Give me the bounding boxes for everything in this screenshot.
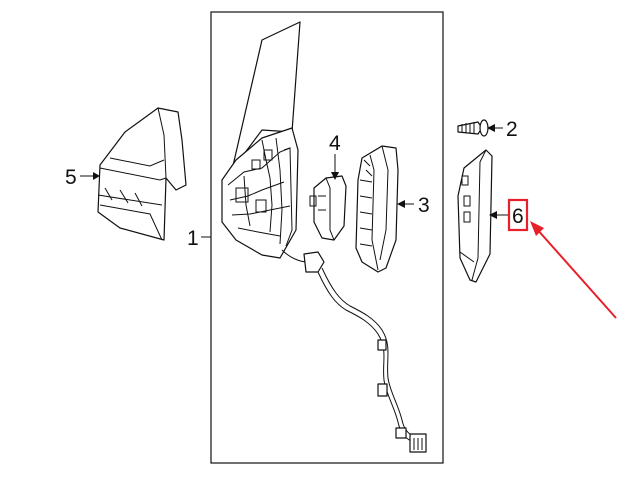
callout-4: 4 (329, 132, 341, 155)
callout-6: 6 (512, 205, 524, 228)
part-1-mirror-assembly (221, 21, 427, 453)
highlight-arrow (530, 221, 617, 319)
highlight-box (507, 198, 529, 232)
part-2-screw (457, 119, 489, 137)
part-3-signal-lens (355, 145, 399, 273)
part-5-mirror-cover (97, 107, 187, 241)
callout-5: 5 (65, 166, 77, 189)
callout-2: 2 (506, 118, 518, 141)
part-6-mirror-glass (457, 149, 493, 283)
leader-lines (80, 124, 509, 238)
callout-3: 3 (418, 194, 430, 217)
part-4-lamp-module (309, 175, 347, 241)
callout-1: 1 (187, 227, 199, 250)
